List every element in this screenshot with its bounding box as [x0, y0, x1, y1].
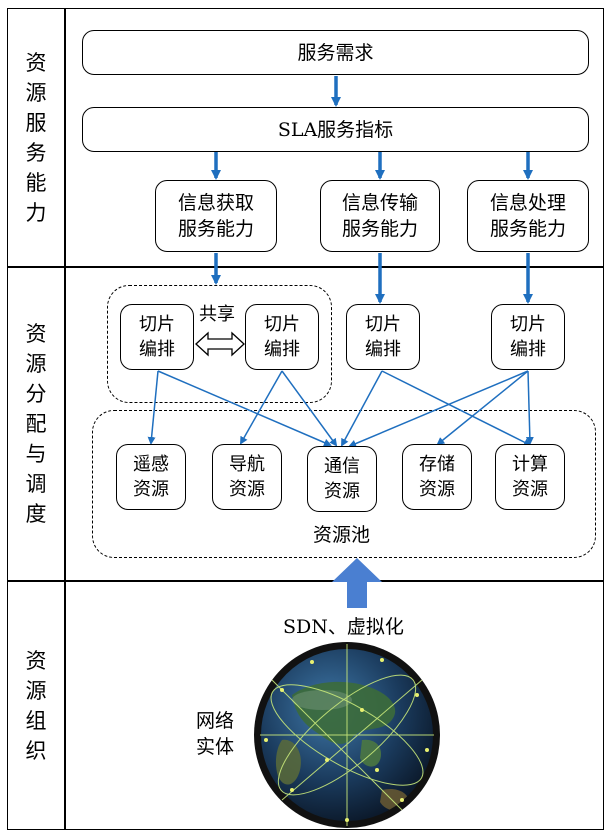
side3-char-3: 织 [25, 739, 47, 763]
share-label: 共享 [199, 304, 235, 325]
side2-char-0: 资 [25, 322, 47, 346]
side2-char-4: 与 [25, 442, 47, 466]
capability-transmit-line2: 服务能力 [341, 218, 418, 240]
resource-sensing-line1: 遥感 [133, 454, 169, 475]
arrow-slice1-to-comm [157, 370, 332, 447]
side1-char-5: 力 [25, 201, 47, 225]
resource-storage-line2: 资源 [419, 479, 455, 500]
capability-acquire-line1: 信息获取 [177, 192, 254, 214]
side3-char-1: 源 [25, 679, 47, 703]
resource-compute-line1: 计算 [512, 454, 548, 475]
arrow-slice2-to-nav [240, 370, 283, 445]
section-label-organization: 资源组织 [8, 582, 64, 830]
slicing-1-line2: 编排 [139, 339, 175, 360]
satellite-links [260, 644, 434, 826]
capability-transmit-line1: 信息传输 [341, 192, 418, 214]
resource-sensing-box: 遥感资源 [116, 444, 186, 510]
slicing-3-line2: 编排 [365, 339, 401, 360]
resource-communication-line1: 通信 [324, 456, 360, 477]
slicing-2-line1: 切片 [264, 314, 300, 335]
slicing-2-line2: 编排 [264, 339, 300, 360]
slicing-4-line1: 切片 [510, 314, 546, 335]
capability-transmit-box: 信息传输服务能力 [320, 180, 440, 252]
arrow-slice3-to-compute [381, 370, 532, 446]
capability-acquire-line2: 服务能力 [177, 218, 254, 240]
side1-char-3: 务 [25, 141, 47, 165]
side2-char-3: 配 [25, 412, 47, 436]
network-entity-label: 网络 实体 [196, 708, 234, 760]
slicing-1-line1: 切片 [139, 314, 175, 335]
arrow-slice4-to-compute [525, 370, 534, 445]
network-entity-line1: 网络 [196, 710, 235, 732]
resource-compute-line2: 资源 [512, 479, 548, 500]
section-divider-2 [7, 580, 604, 582]
resource-navigation-line1: 导航 [229, 454, 265, 475]
resource-navigation-line2: 资源 [229, 479, 265, 500]
slicing-box-2: 切片编排 [245, 304, 319, 370]
resource-navigation-box: 导航资源 [212, 444, 282, 510]
capability-acquire-box: 信息获取服务能力 [155, 180, 277, 252]
resource-storage-line1: 存储 [419, 454, 455, 475]
arrow-slice2-to-comm [281, 370, 338, 447]
arrow-slice1-to-sensing [147, 370, 159, 445]
side1-char-2: 服 [25, 111, 47, 135]
earth-satellite-network-image [254, 642, 440, 828]
side2-char-6: 度 [25, 502, 47, 526]
arrow-slice3-to-comm [341, 370, 383, 447]
slicing-4-line2: 编排 [510, 339, 546, 360]
resource-storage-box: 存储资源 [402, 444, 472, 510]
resource-communication-line2: 资源 [324, 481, 360, 502]
section-label-allocation: 资源分配与调度 [8, 268, 64, 580]
side1-char-4: 能 [25, 171, 47, 195]
capability-process-line2: 服务能力 [489, 218, 566, 240]
network-entity-line2: 实体 [196, 736, 235, 758]
big-up-arrow [332, 558, 382, 608]
landmass-southeast-asia [360, 739, 382, 767]
service-demand-label: 服务需求 [297, 41, 374, 64]
resource-compute-box: 计算资源 [495, 444, 565, 510]
side2-char-5: 调 [25, 472, 47, 496]
capability-process-line1: 信息处理 [489, 192, 566, 214]
sla-box: SLA服务指标 [82, 107, 589, 152]
side1-char-1: 源 [25, 81, 47, 105]
capability-process-box: 信息处理服务能力 [467, 180, 589, 252]
side3-char-0: 资 [25, 649, 47, 673]
resource-sensing-line2: 资源 [133, 479, 169, 500]
landmass-india [275, 739, 301, 785]
section-label-capability: 资源服务能力 [8, 10, 64, 266]
arrow-slice4-to-comm [348, 370, 529, 448]
slicing-3-line1: 切片 [365, 314, 401, 335]
diagram-frame [7, 8, 604, 830]
slicing-box-3: 切片编排 [346, 304, 420, 370]
side2-char-2: 分 [25, 382, 47, 406]
section-divider-1 [7, 266, 604, 268]
resource-pool-label: 资源池 [313, 524, 371, 546]
slicing-box-1: 切片编排 [120, 304, 194, 370]
column-divider [64, 8, 66, 830]
satellite-nodes [264, 658, 429, 822]
shared-slicing-group [107, 285, 332, 403]
landmass-asia [292, 681, 396, 744]
resource-pool [92, 410, 596, 558]
resource-communication-box: 通信资源 [307, 446, 377, 512]
slicing-box-4: 切片编排 [491, 304, 565, 370]
side3-char-2: 组 [25, 709, 47, 733]
sla-label: SLA服务指标 [277, 118, 394, 141]
arrow-slice4-to-storage [436, 370, 529, 446]
service-demand-box: 服务需求 [82, 30, 589, 75]
sdn-virtualization-label: SDN、虚拟化 [283, 616, 404, 638]
side2-char-1: 源 [25, 352, 47, 376]
side1-char-0: 资 [25, 51, 47, 75]
share-double-arrow [195, 331, 245, 357]
